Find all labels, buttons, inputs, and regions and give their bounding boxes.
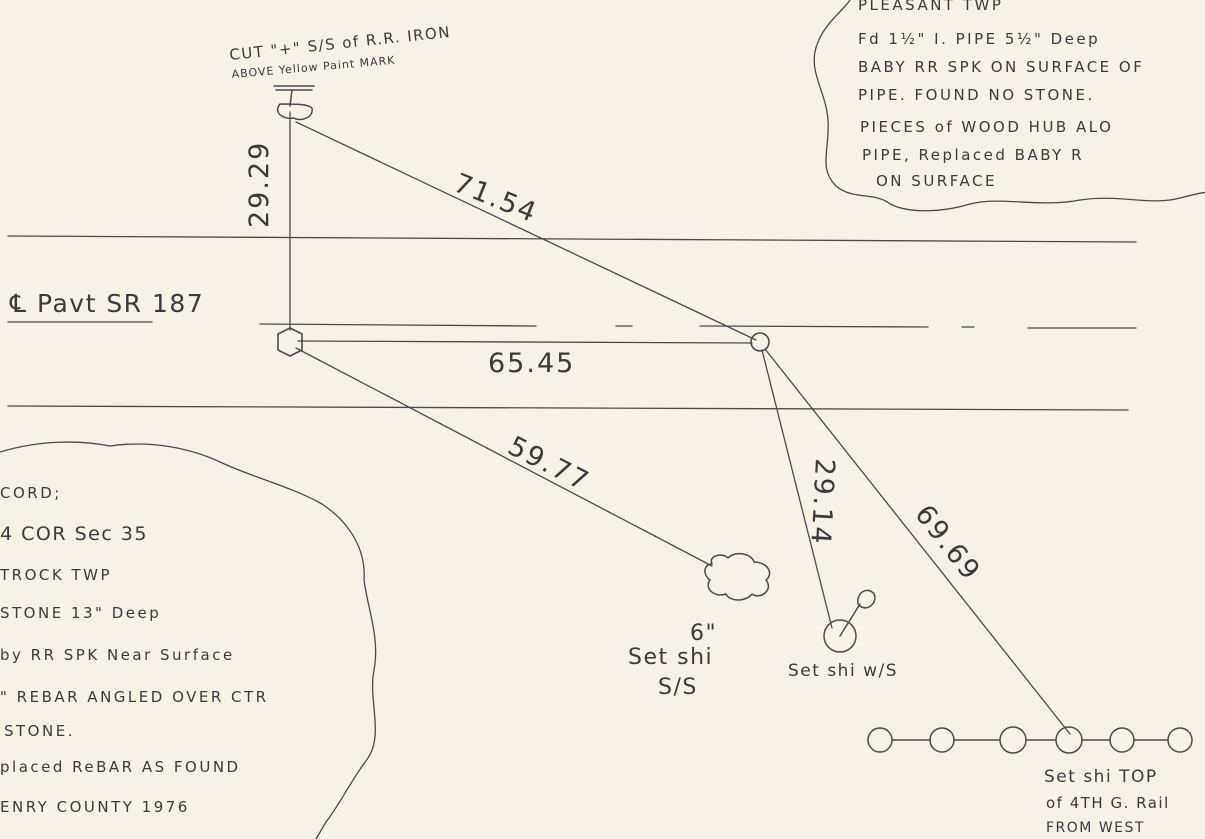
svg-text:PIECES of WOOD HUB ALO: PIECES of WOOD HUB ALO: [860, 118, 1113, 136]
svg-text:4 COR Sec 35: 4 COR Sec 35: [0, 523, 148, 545]
svg-text:TROCK TWP: TROCK TWP: [0, 566, 112, 584]
rail-label-3: FROM WEST: [1046, 820, 1145, 836]
line-diagonal-71-54: [295, 121, 757, 341]
dim-29-29: 29.29: [244, 141, 275, 228]
dim-71-54: 71.54: [449, 168, 542, 229]
svg-text:STONE.: STONE.: [4, 722, 75, 740]
rail-label-2: of 4TH G. Rail: [1046, 794, 1170, 812]
circle-flag-label: Set shi w/S: [788, 661, 898, 681]
dim-29-14: 29.14: [804, 458, 840, 547]
tree-icon: [704, 552, 771, 601]
note-top-right: PLEASANT TWP Fd 1½" I. PIPE 5½" Deep BAB…: [858, 0, 1144, 190]
svg-text:" REBAR ANGLED OVER CTR: " REBAR ANGLED OVER CTR: [0, 688, 269, 706]
line-diagonal-59-77: [295, 347, 713, 567]
road-label: ℄ Pavt SR 187: [9, 289, 204, 318]
line-horizontal-65-45: [297, 340, 753, 344]
road-centerline: [259, 323, 1137, 329]
svg-text:STONE 13" Deep: STONE 13" Deep: [0, 604, 161, 622]
guard-rail: [867, 726, 1193, 754]
tree-label-1: Set shi: [628, 645, 713, 670]
hexagon-point-icon: [277, 327, 303, 357]
svg-text:ON SURFACE: ON SURFACE: [876, 172, 997, 190]
tree-label-2: S/S: [658, 675, 698, 700]
line-diagonal-69-69: [764, 348, 1071, 735]
svg-text:placed ReBAR AS FOUND: placed ReBAR AS FOUND: [0, 758, 241, 776]
note-cloud-bottom-left: [0, 441, 377, 839]
note-cloud-top-right: [813, 0, 1205, 212]
road-edge-south: [7, 405, 1129, 411]
line-diagonal-29-14: [761, 349, 833, 629]
svg-text:PIPE. FOUND NO STONE.: PIPE. FOUND NO STONE.: [858, 86, 1095, 104]
note-bottom-left: CORD; 4 COR Sec 35 TROCK TWP STONE 13" D…: [0, 484, 269, 816]
dim-69-69: 69.69: [908, 499, 986, 587]
tree-size-label: 6": [690, 621, 717, 646]
road-edge-north: [7, 235, 1137, 243]
rail-label-1: Set shi TOP: [1044, 767, 1158, 787]
pin-circle-icon: [750, 332, 770, 352]
svg-text:ENRY COUNTY 1976: ENRY COUNTY 1976: [0, 798, 190, 816]
dim-59-77: 59.77: [503, 431, 595, 498]
svg-text:CORD;: CORD;: [0, 484, 62, 502]
svg-text:PIPE, Replaced BABY R: PIPE, Replaced BABY R: [862, 146, 1084, 164]
svg-text:PLEASANT TWP: PLEASANT TWP: [858, 0, 1003, 14]
circle-flag-icon: [823, 589, 876, 653]
svg-text:Fd 1½" I. PIPE 5½" Deep: Fd 1½" I. PIPE 5½" Deep: [858, 30, 1100, 48]
svg-text:by RR SPK Near Surface: by RR SPK Near Surface: [0, 646, 235, 664]
svg-text:BABY RR SPK ON SURFACE OF: BABY RR SPK ON SURFACE OF: [858, 58, 1144, 76]
dim-65-45: 65.45: [488, 348, 575, 379]
rail-iron-icon: [273, 85, 315, 121]
